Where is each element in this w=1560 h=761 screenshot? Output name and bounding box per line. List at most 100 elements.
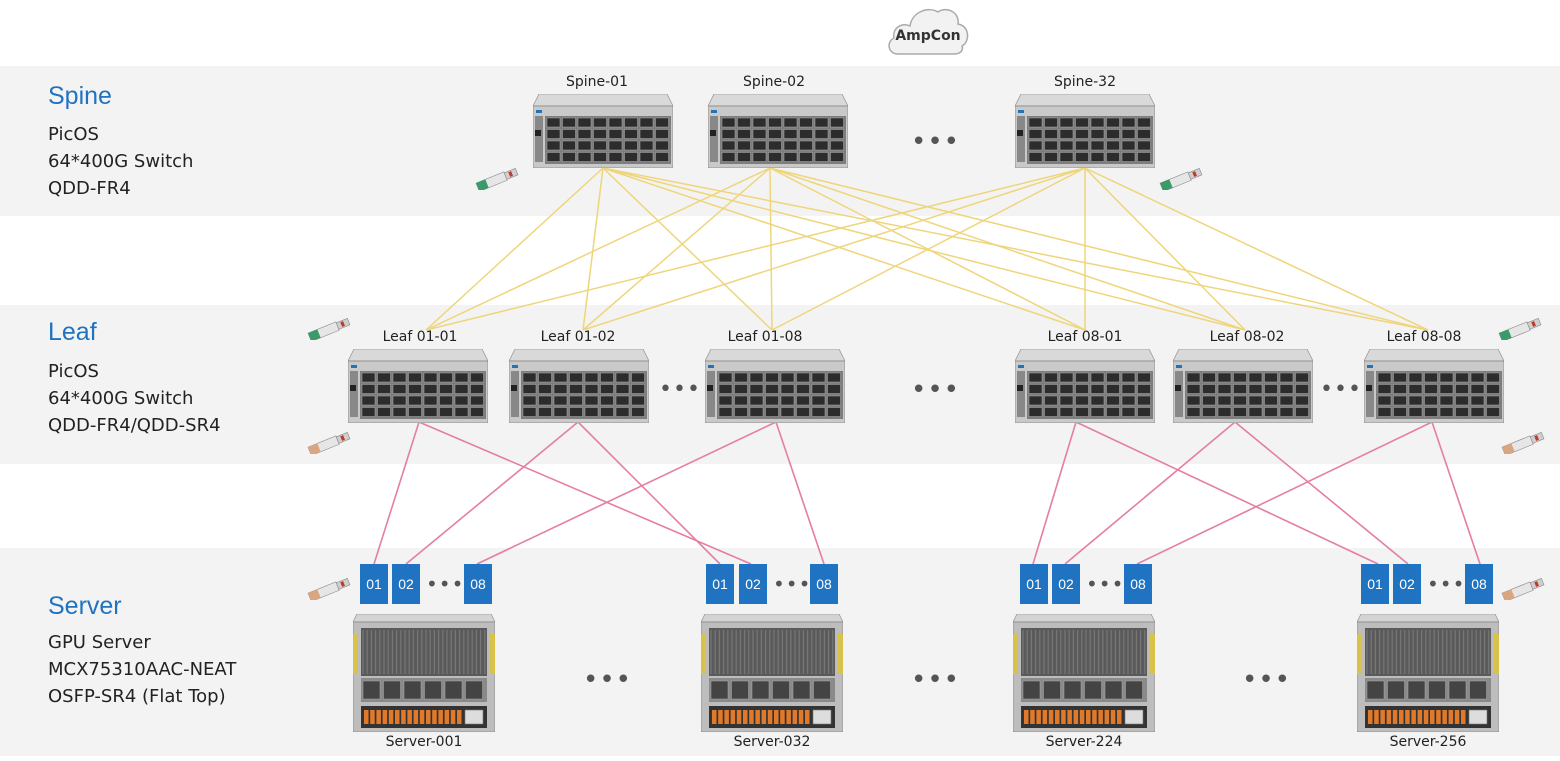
leaf-server-link (418, 421, 752, 565)
spine-leaf-link (602, 167, 773, 331)
spine-switch-model: 64*400G Switch (48, 151, 194, 172)
nic-port: 02 (1052, 564, 1080, 604)
leaf-switch-model: 64*400G Switch (48, 388, 194, 409)
spine-leaf-link (602, 167, 1086, 331)
spine-os: PicOS (48, 124, 99, 145)
leaf-server-link (405, 421, 579, 565)
ampcon-label: AmpCon (895, 28, 961, 44)
nic-port: 02 (739, 564, 767, 604)
switch-icon (705, 349, 845, 423)
server-label: Server-256 (1389, 734, 1467, 750)
leaf-server-link (577, 421, 721, 565)
server-icon (1013, 614, 1155, 732)
spine-leaf-link (582, 167, 604, 331)
ellipsis: ••• (911, 375, 961, 405)
spine-tier-title: Spine (48, 82, 112, 110)
spine-leaf-link (769, 167, 1246, 331)
spine-label: Spine-02 (742, 74, 805, 90)
leaf-label: Leaf 08-08 (1386, 329, 1462, 345)
ellipsis: ••• (773, 572, 812, 596)
spine-leaf-link (582, 167, 771, 331)
server-label: Server-224 (1045, 734, 1123, 750)
switch-icon (1173, 349, 1313, 423)
switch-icon (533, 94, 673, 168)
leaf-tier-title: Leaf (48, 318, 97, 346)
switch-icon (1015, 349, 1155, 423)
leaf-server-link (1431, 421, 1481, 565)
leaf-server-link (373, 421, 420, 565)
spine-leaf-link (769, 167, 1429, 331)
leaf-os: PicOS (48, 361, 99, 382)
spine-leaf-link (425, 167, 604, 331)
leaf-server-link (476, 421, 777, 565)
ellipsis: ••• (426, 572, 465, 596)
switch-icon (1015, 94, 1155, 168)
server-type: GPU Server (48, 632, 151, 653)
server-nic-model: MCX75310AAC-NEAT (48, 659, 237, 680)
ellipsis: ••• (911, 127, 961, 157)
leaf-server-link (1032, 421, 1077, 565)
nic-port: 01 (1361, 564, 1389, 604)
nic-port: 08 (1124, 564, 1152, 604)
spine-label: Spine-32 (1053, 74, 1116, 90)
leaf-label: Leaf 08-01 (1047, 329, 1123, 345)
ellipsis: ••• (1086, 572, 1125, 596)
transceiver-icon (307, 578, 351, 600)
ellipsis: ••• (659, 377, 701, 402)
leaf-label: Leaf 08-02 (1209, 329, 1285, 345)
ellipsis: ••• (1242, 665, 1292, 695)
transceiver-icon (1498, 318, 1542, 340)
cloud-icon (888, 8, 969, 55)
spine-leaf-link (602, 167, 1246, 331)
nic-port: 02 (392, 564, 420, 604)
spine-leaf-link (425, 167, 771, 331)
leaf-server-link (1075, 421, 1379, 565)
server-label: Server-001 (385, 734, 463, 750)
spine-optics: QDD-FR4 (48, 178, 131, 199)
switch-icon (1364, 349, 1504, 423)
spine-leaf-link (1084, 167, 1429, 331)
transceiver-icon (475, 168, 519, 190)
leaf-label: Leaf 01-08 (727, 329, 803, 345)
leaf-server-link (1064, 421, 1236, 565)
leaf-optics: QDD-FR4/QDD-SR4 (48, 415, 221, 436)
transceiver-icon (1501, 432, 1545, 454)
server-label: Server-032 (733, 734, 811, 750)
server-icon (1357, 614, 1499, 732)
leaf-server-link (1234, 421, 1409, 565)
spine-leaf-link (602, 167, 1429, 331)
nic-port: 08 (464, 564, 492, 604)
nic-port: 08 (1465, 564, 1493, 604)
spine-label: Spine-01 (565, 74, 628, 90)
ellipsis: ••• (1320, 377, 1362, 402)
transceiver-icon (1159, 168, 1203, 190)
server-tier-title: Server (48, 592, 122, 620)
spine-leaf-link (582, 167, 1086, 331)
leaf-server-link (1136, 421, 1433, 565)
nic-port: 01 (1020, 564, 1048, 604)
nic-port: 02 (1393, 564, 1421, 604)
switch-icon (708, 94, 848, 168)
leaf-label: Leaf 01-01 (382, 329, 458, 345)
transceiver-icon (1501, 578, 1545, 600)
nic-port: 01 (360, 564, 388, 604)
spine-leaf-link (769, 167, 773, 331)
switch-icon (348, 349, 488, 423)
nic-port: 08 (810, 564, 838, 604)
leaf-label: Leaf 01-02 (540, 329, 616, 345)
spine-leaf-link (771, 167, 1086, 331)
ellipsis: ••• (911, 665, 961, 695)
leaf-server-link (775, 421, 825, 565)
transceiver-icon (307, 318, 351, 340)
server-icon (701, 614, 843, 732)
server-optics: OSFP-SR4 (Flat Top) (48, 686, 226, 707)
spine-leaf-link (425, 167, 1086, 331)
switch-icon (509, 349, 649, 423)
transceiver-icon (307, 432, 351, 454)
server-icon (353, 614, 495, 732)
nic-port: 01 (706, 564, 734, 604)
spine-leaf-link (1084, 167, 1246, 331)
ellipsis: ••• (583, 665, 633, 695)
ellipsis: ••• (1427, 572, 1466, 596)
